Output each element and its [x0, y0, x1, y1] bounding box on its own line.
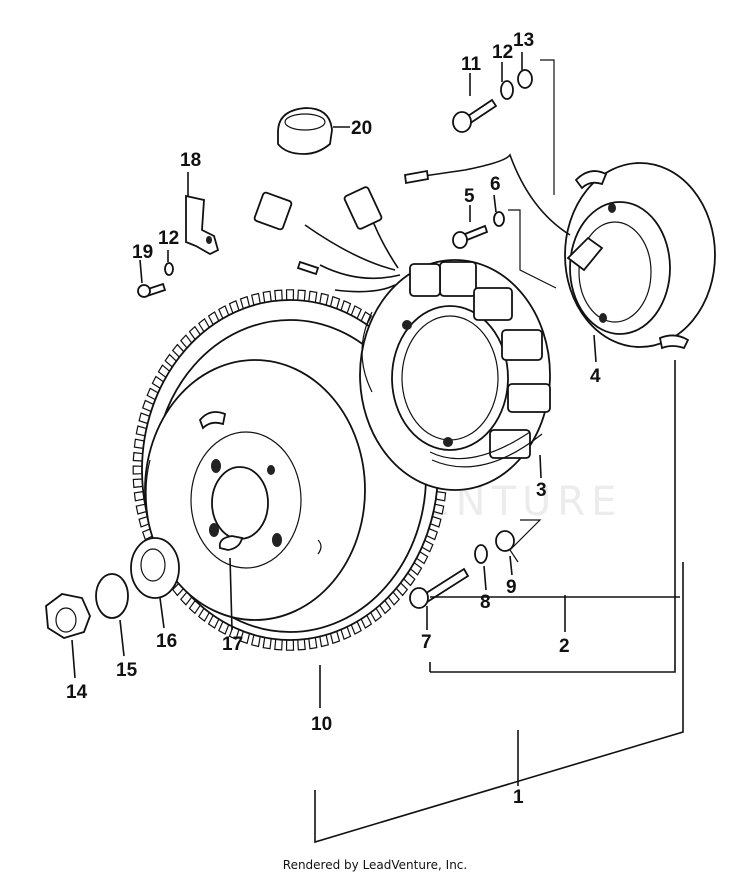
cap-20 — [277, 107, 333, 155]
callout-9: 9 — [506, 577, 517, 598]
callout-19: 19 — [132, 242, 153, 263]
washer-12-left — [164, 262, 174, 276]
washer-6 — [493, 211, 505, 227]
callout-1: 1 — [513, 787, 524, 808]
callout-15: 15 — [116, 660, 138, 681]
gear-tooth — [274, 289, 283, 302]
nut-14 — [45, 593, 91, 639]
washer-8 — [474, 544, 488, 564]
flywheel-slot — [198, 411, 227, 430]
callout-12-left: 12 — [158, 228, 179, 249]
screw-19 — [137, 282, 167, 298]
callout-6: 6 — [490, 174, 501, 195]
callout-11: 11 — [461, 54, 482, 75]
lock-washer-15 — [95, 573, 129, 619]
stator-part — [253, 186, 551, 491]
callout-16: 16 — [156, 631, 177, 652]
gear-tooth — [285, 289, 295, 301]
connector-block-2 — [343, 186, 383, 230]
callout-2: 2 — [559, 636, 570, 657]
callout-12-top: 12 — [492, 42, 513, 63]
connector-block — [253, 191, 293, 231]
bolt-7 — [409, 567, 470, 609]
screw-5 — [452, 224, 489, 249]
callout-17: 17 — [222, 634, 243, 655]
flywheel-key-slot — [218, 535, 244, 551]
washer-12-top — [500, 80, 514, 100]
footer-credit: Rendered by LeadVenture, Inc. — [282, 858, 468, 872]
gear-tooth — [297, 289, 306, 302]
callout-3: 3 — [536, 480, 547, 501]
flywheel-hub — [211, 466, 269, 540]
gear-tooth — [132, 478, 144, 489]
collar-16 — [130, 537, 180, 599]
callout-18: 18 — [180, 150, 201, 171]
callout-13: 13 — [513, 30, 534, 51]
leader-lines — [71, 52, 684, 844]
callout-14: 14 — [66, 682, 88, 703]
callout-labels: 20 18 19 12 11 12 13 5 6 4 3 7 8 9 2 10 … — [66, 30, 601, 808]
clamp-18 — [185, 194, 220, 256]
pulser-plate-part — [404, 153, 716, 350]
callout-8: 8 — [480, 592, 491, 613]
gear-tooth — [132, 465, 143, 475]
gear-tooth — [274, 638, 283, 651]
callout-10: 10 — [311, 714, 332, 735]
callout-20: 20 — [351, 118, 372, 139]
gear-tooth — [285, 639, 295, 651]
screw-11 — [452, 98, 498, 133]
callout-4: 4 — [590, 366, 601, 387]
callout-5: 5 — [464, 186, 475, 207]
gear-tooth — [132, 451, 144, 462]
washer-13 — [517, 69, 533, 89]
callout-7: 7 — [421, 632, 432, 653]
washer-9 — [495, 530, 515, 552]
gear-tooth — [297, 638, 306, 651]
